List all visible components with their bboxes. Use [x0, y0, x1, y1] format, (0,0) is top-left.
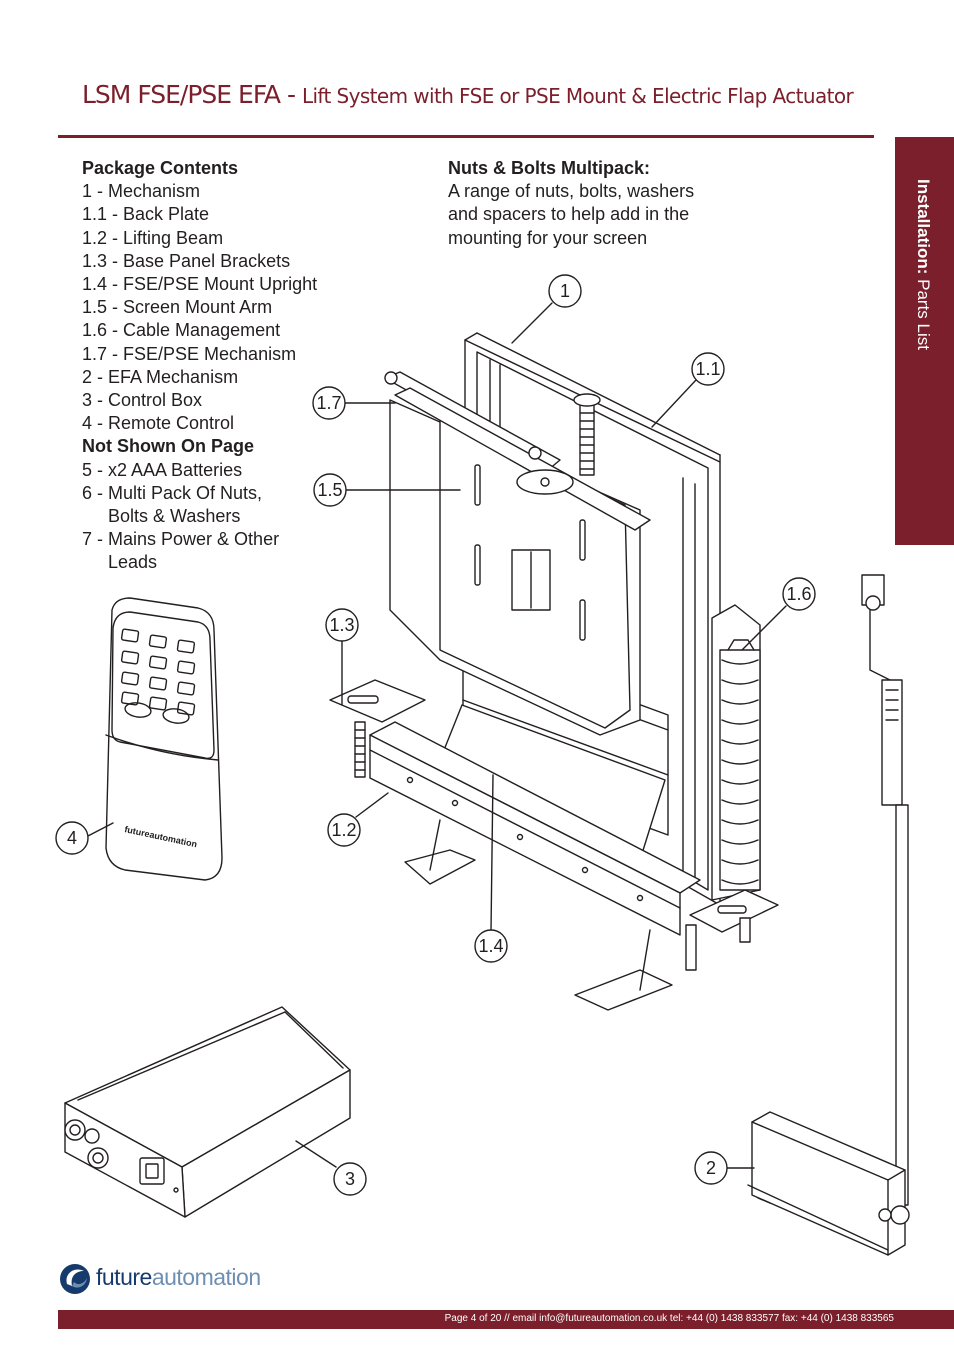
efa-mechanism-drawing [747, 574, 910, 1256]
contents-item: 2 - EFA Mechanism [82, 366, 239, 387]
section-tab-bold: Installation: [914, 179, 933, 275]
nuts-bolts-line: and spacers to help add in the [448, 204, 690, 225]
not-shown-heading: Not Shown On Page [82, 436, 255, 457]
title-main: LSM FSE/PSE EFA - [82, 80, 302, 109]
contents-item: 1.5 - Screen Mount Arm [82, 297, 273, 318]
callout-1-1: 1.1 [691, 352, 725, 386]
contents-item: 1.1 - Back Plate [82, 204, 210, 225]
not-shown-item: 7 - Mains Power & Other [82, 529, 280, 550]
contents-item: 1 - Mechanism [82, 181, 201, 202]
not-shown-item: 6 - Multi Pack Of Nuts, [82, 482, 263, 503]
contents-item: 1.7 - FSE/PSE Mechanism [82, 343, 297, 364]
logo-swirl-icon [60, 1264, 90, 1294]
lift-mechanism-drawing [329, 332, 779, 1011]
package-contents: Package Contents 1 - Mechanism 1.1 - Bac… [82, 157, 402, 575]
nuts-bolts-line: A range of nuts, bolts, washers [448, 181, 695, 202]
section-tab: Installation: Parts List [895, 137, 954, 545]
callout-4: 4 [55, 821, 89, 855]
callout-label: 4 [67, 828, 77, 848]
not-shown-item: 5 - x2 AAA Batteries [82, 459, 243, 480]
callout-label: 3 [345, 1169, 355, 1189]
contents-item: 1.6 - Cable Management [82, 320, 281, 341]
control-box-drawing [64, 1006, 351, 1218]
callout-label: 1.7 [316, 393, 341, 413]
callout-1-6: 1.6 [782, 577, 816, 611]
callout-label: 1.5 [317, 480, 342, 500]
logo-wordmark: futureautomation [96, 1264, 261, 1291]
callout-label: 1.4 [478, 936, 503, 956]
contents-item: 1.3 - Base Panel Brackets [82, 250, 291, 271]
logo-word-future: future [96, 1264, 152, 1290]
page-title: LSM FSE/PSE EFA - Lift System with FSE o… [82, 80, 854, 109]
callout-label: 2 [706, 1158, 716, 1178]
contents-item: 1.2 - Lifting Beam [82, 227, 224, 248]
callout-1-3: 1.3 [325, 608, 359, 642]
package-contents-heading: Package Contents [82, 158, 239, 178]
callout-1-2: 1.2 [327, 813, 361, 847]
contents-item: 1.4 - FSE/PSE Mount Upright [82, 274, 318, 295]
callout-1-5: 1.5 [313, 473, 347, 507]
callout-1-7: 1.7 [312, 386, 346, 420]
section-tab-rest: Parts List [914, 274, 933, 350]
not-shown-item-cont: Bolts & Washers [108, 506, 241, 527]
nuts-bolts-heading: Nuts & Bolts Multipack: [448, 158, 651, 178]
logo-word-automation: automation [151, 1264, 261, 1290]
nuts-bolts-section: Nuts & Bolts Multipack: A range of nuts,… [448, 157, 748, 250]
nuts-bolts-line: mounting for your screen [448, 227, 648, 248]
section-tab-label: Installation: Parts List [913, 179, 933, 350]
title-sub: Lift System with FSE or PSE Mount & Elec… [301, 84, 854, 108]
footer-contact: Page 4 of 20 // email info@futureautomat… [444, 1313, 894, 1324]
callout-2: 2 [694, 1151, 728, 1185]
title-rule [58, 135, 874, 138]
callout-label: 1.1 [695, 359, 720, 379]
callout-leaders [85, 302, 787, 1169]
callout-label: 1.2 [331, 820, 356, 840]
not-shown-item-cont: Leads [108, 552, 158, 573]
contents-item: 4 - Remote Control [82, 413, 235, 434]
callout-label: 1 [560, 281, 570, 301]
company-logo: futureautomation [58, 1262, 261, 1302]
footer-bar: Page 4 of 20 // email info@futureautomat… [58, 1310, 954, 1329]
callout-1-4: 1.4 [474, 929, 508, 963]
callout-1: 1 [548, 274, 582, 308]
remote-control-drawing: futureautomation [105, 597, 223, 881]
callout-label: 1.6 [786, 584, 811, 604]
callout-label: 1.3 [329, 615, 354, 635]
contents-item: 3 - Control Box [82, 390, 203, 411]
callout-3: 3 [333, 1162, 367, 1196]
